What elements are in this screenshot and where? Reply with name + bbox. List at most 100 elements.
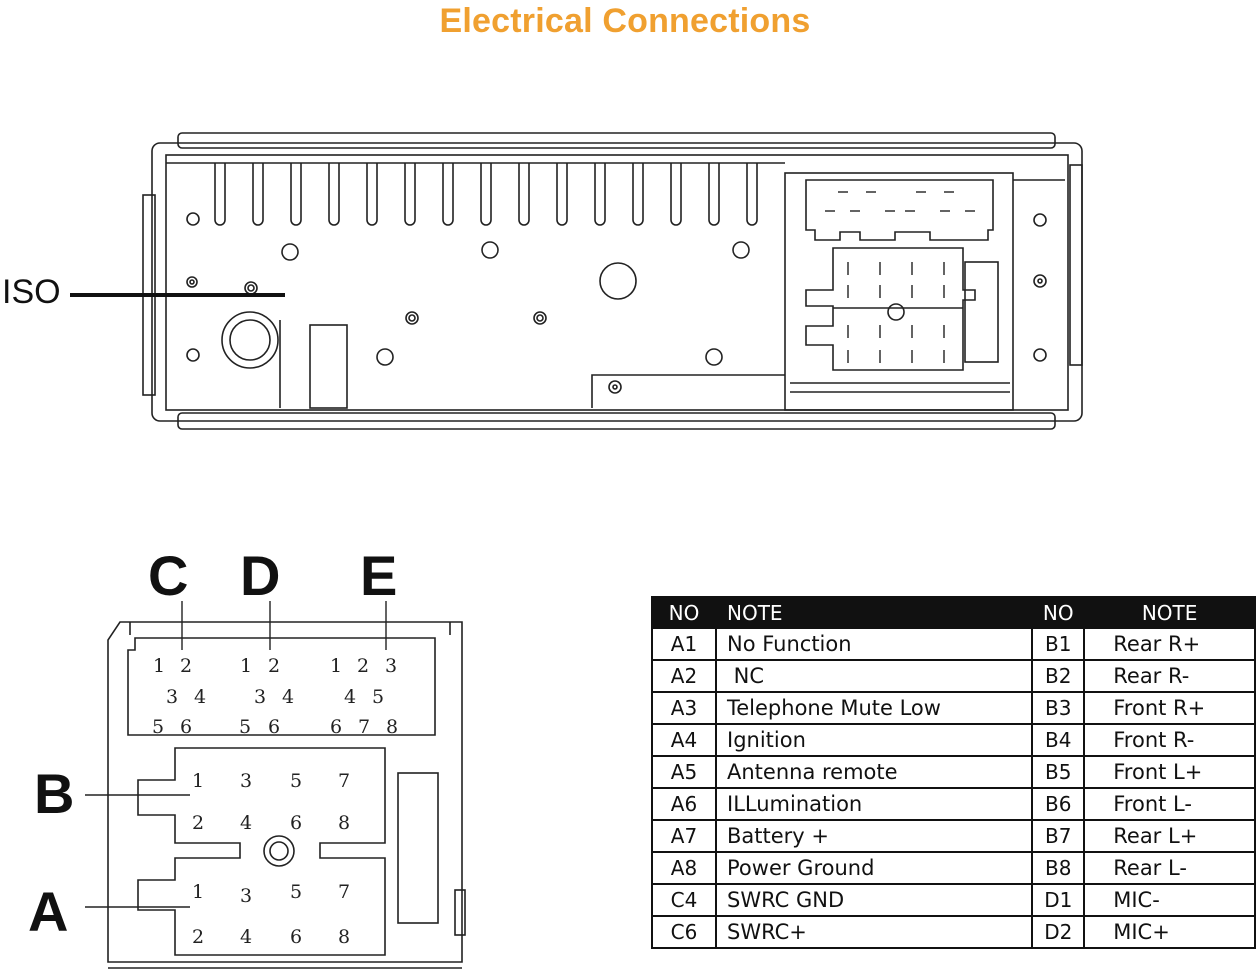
table-row: A5 Antenna remote B5 Front L+ <box>651 755 1256 789</box>
cell-note: Rear L+ <box>1083 819 1256 853</box>
pin-b8: 8 <box>338 812 351 834</box>
cell-no: B8 <box>1031 851 1086 885</box>
pin-d1: 1 <box>240 655 253 677</box>
connector-d-label: D <box>240 544 281 607</box>
pin-b4: 4 <box>240 812 253 834</box>
cell-note: No Function <box>714 627 1034 661</box>
pin-a7: 7 <box>338 881 351 903</box>
pin-b5: 5 <box>290 770 303 792</box>
pin-d5: 5 <box>239 716 252 738</box>
header-note-1: NOTE <box>714 596 1034 629</box>
radio-rear-view <box>142 132 1083 430</box>
pin-e1: 1 <box>330 655 343 677</box>
table-row: A8 Power Ground B8 Rear L- <box>651 851 1256 885</box>
pin-c3: 3 <box>166 686 179 708</box>
header-no-2: NO <box>1031 596 1086 629</box>
pin-e4: 4 <box>344 686 357 708</box>
cell-no: B7 <box>1031 819 1086 853</box>
pin-c1: 1 <box>153 655 166 677</box>
pin-d2: 2 <box>268 655 281 677</box>
page-title: Electrical Connections <box>439 2 811 40</box>
table-row: A4 Ignition B4 Front R- <box>651 723 1256 757</box>
pin-c5: 5 <box>152 716 165 738</box>
connector-detail <box>107 621 466 969</box>
connector-e-label: E <box>360 544 398 607</box>
cell-no: B1 <box>1031 627 1086 661</box>
label-pointer-lines <box>85 601 387 908</box>
pin-b3: 3 <box>240 770 253 792</box>
pin-a4: 4 <box>240 926 253 948</box>
cell-no: A4 <box>651 723 717 757</box>
pin-d4: 4 <box>282 686 295 708</box>
cell-no: A1 <box>651 627 717 661</box>
cell-no: A2 <box>651 659 717 693</box>
cell-note: Antenna remote <box>714 755 1034 789</box>
pin-b1: 1 <box>192 770 205 792</box>
connector-a-label: A <box>28 880 69 943</box>
cell-no: A5 <box>651 755 717 789</box>
table-row: A7 Battery + B7 Rear L+ <box>651 819 1256 853</box>
pin-e8: 8 <box>386 716 399 738</box>
cell-note: Ignition <box>714 723 1034 757</box>
pin-c6: 6 <box>180 716 193 738</box>
cell-no: C4 <box>651 883 717 917</box>
heat-fins <box>214 163 758 226</box>
cell-note: Front R- <box>1083 723 1256 757</box>
cell-note: Rear R+ <box>1083 627 1256 661</box>
pin-c4: 4 <box>194 686 207 708</box>
cell-no: A8 <box>651 851 717 885</box>
pin-a1: 1 <box>192 881 205 903</box>
pin-c2: 2 <box>180 655 193 677</box>
cell-no: A3 <box>651 691 717 725</box>
cell-no: B2 <box>1031 659 1086 693</box>
cell-note: Rear L- <box>1083 851 1256 885</box>
cell-note: Front L+ <box>1083 755 1256 789</box>
cell-note: Front L- <box>1083 787 1256 821</box>
pin-e5: 5 <box>372 686 385 708</box>
table-row: A2 NC B2 Rear R- <box>651 659 1256 693</box>
pin-e7: 7 <box>358 716 371 738</box>
cell-no: B5 <box>1031 755 1086 789</box>
pin-e6: 6 <box>330 716 343 738</box>
pin-b2: 2 <box>192 812 205 834</box>
pin-a2: 2 <box>192 926 205 948</box>
connector-b-label: B <box>34 762 75 825</box>
cell-no: B6 <box>1031 787 1086 821</box>
cell-no: D1 <box>1031 883 1086 917</box>
pin-a3: 3 <box>240 885 253 907</box>
pin-assignment-table: NO NOTE NO NOTE A1 No Function B1 Rear R… <box>651 596 1256 949</box>
cell-note: Power Ground <box>714 851 1034 885</box>
header-note-2: NOTE <box>1083 596 1256 629</box>
table-row: A3 Telephone Mute Low B3 Front R+ <box>651 691 1256 725</box>
header-no-1: NO <box>651 596 717 629</box>
cell-note: NC <box>714 659 1034 693</box>
pin-e3: 3 <box>385 655 398 677</box>
cell-no: B3 <box>1031 691 1086 725</box>
cell-no: C6 <box>651 915 717 949</box>
cell-note: MIC+ <box>1083 915 1256 949</box>
cell-note: MIC- <box>1083 883 1256 917</box>
cell-note: ILLumination <box>714 787 1034 821</box>
table-row: A6 ILLumination B6 Front L- <box>651 787 1256 821</box>
cell-no: B4 <box>1031 723 1086 757</box>
cell-note: SWRC GND <box>714 883 1034 917</box>
pin-a8: 8 <box>338 926 351 948</box>
cell-note: Telephone Mute Low <box>714 691 1034 725</box>
cell-note: Battery + <box>714 819 1034 853</box>
table-row: C6 SWRC+ D2 MIC+ <box>651 915 1256 949</box>
pin-e2: 2 <box>357 655 370 677</box>
cell-note: Front R+ <box>1083 691 1256 725</box>
pin-d3: 3 <box>254 686 267 708</box>
cell-note: SWRC+ <box>714 915 1034 949</box>
pin-b6: 6 <box>290 812 303 834</box>
cell-no: A6 <box>651 787 717 821</box>
connector-c-label: C <box>148 544 189 607</box>
pin-a6: 6 <box>290 926 303 948</box>
pin-b7: 7 <box>338 770 351 792</box>
cell-no: D2 <box>1031 915 1086 949</box>
pin-a5: 5 <box>290 881 303 903</box>
table-row: C4 SWRC GND D1 MIC- <box>651 883 1256 917</box>
pin-d6: 6 <box>268 716 281 738</box>
table-header-row: NO NOTE NO NOTE <box>651 596 1256 629</box>
